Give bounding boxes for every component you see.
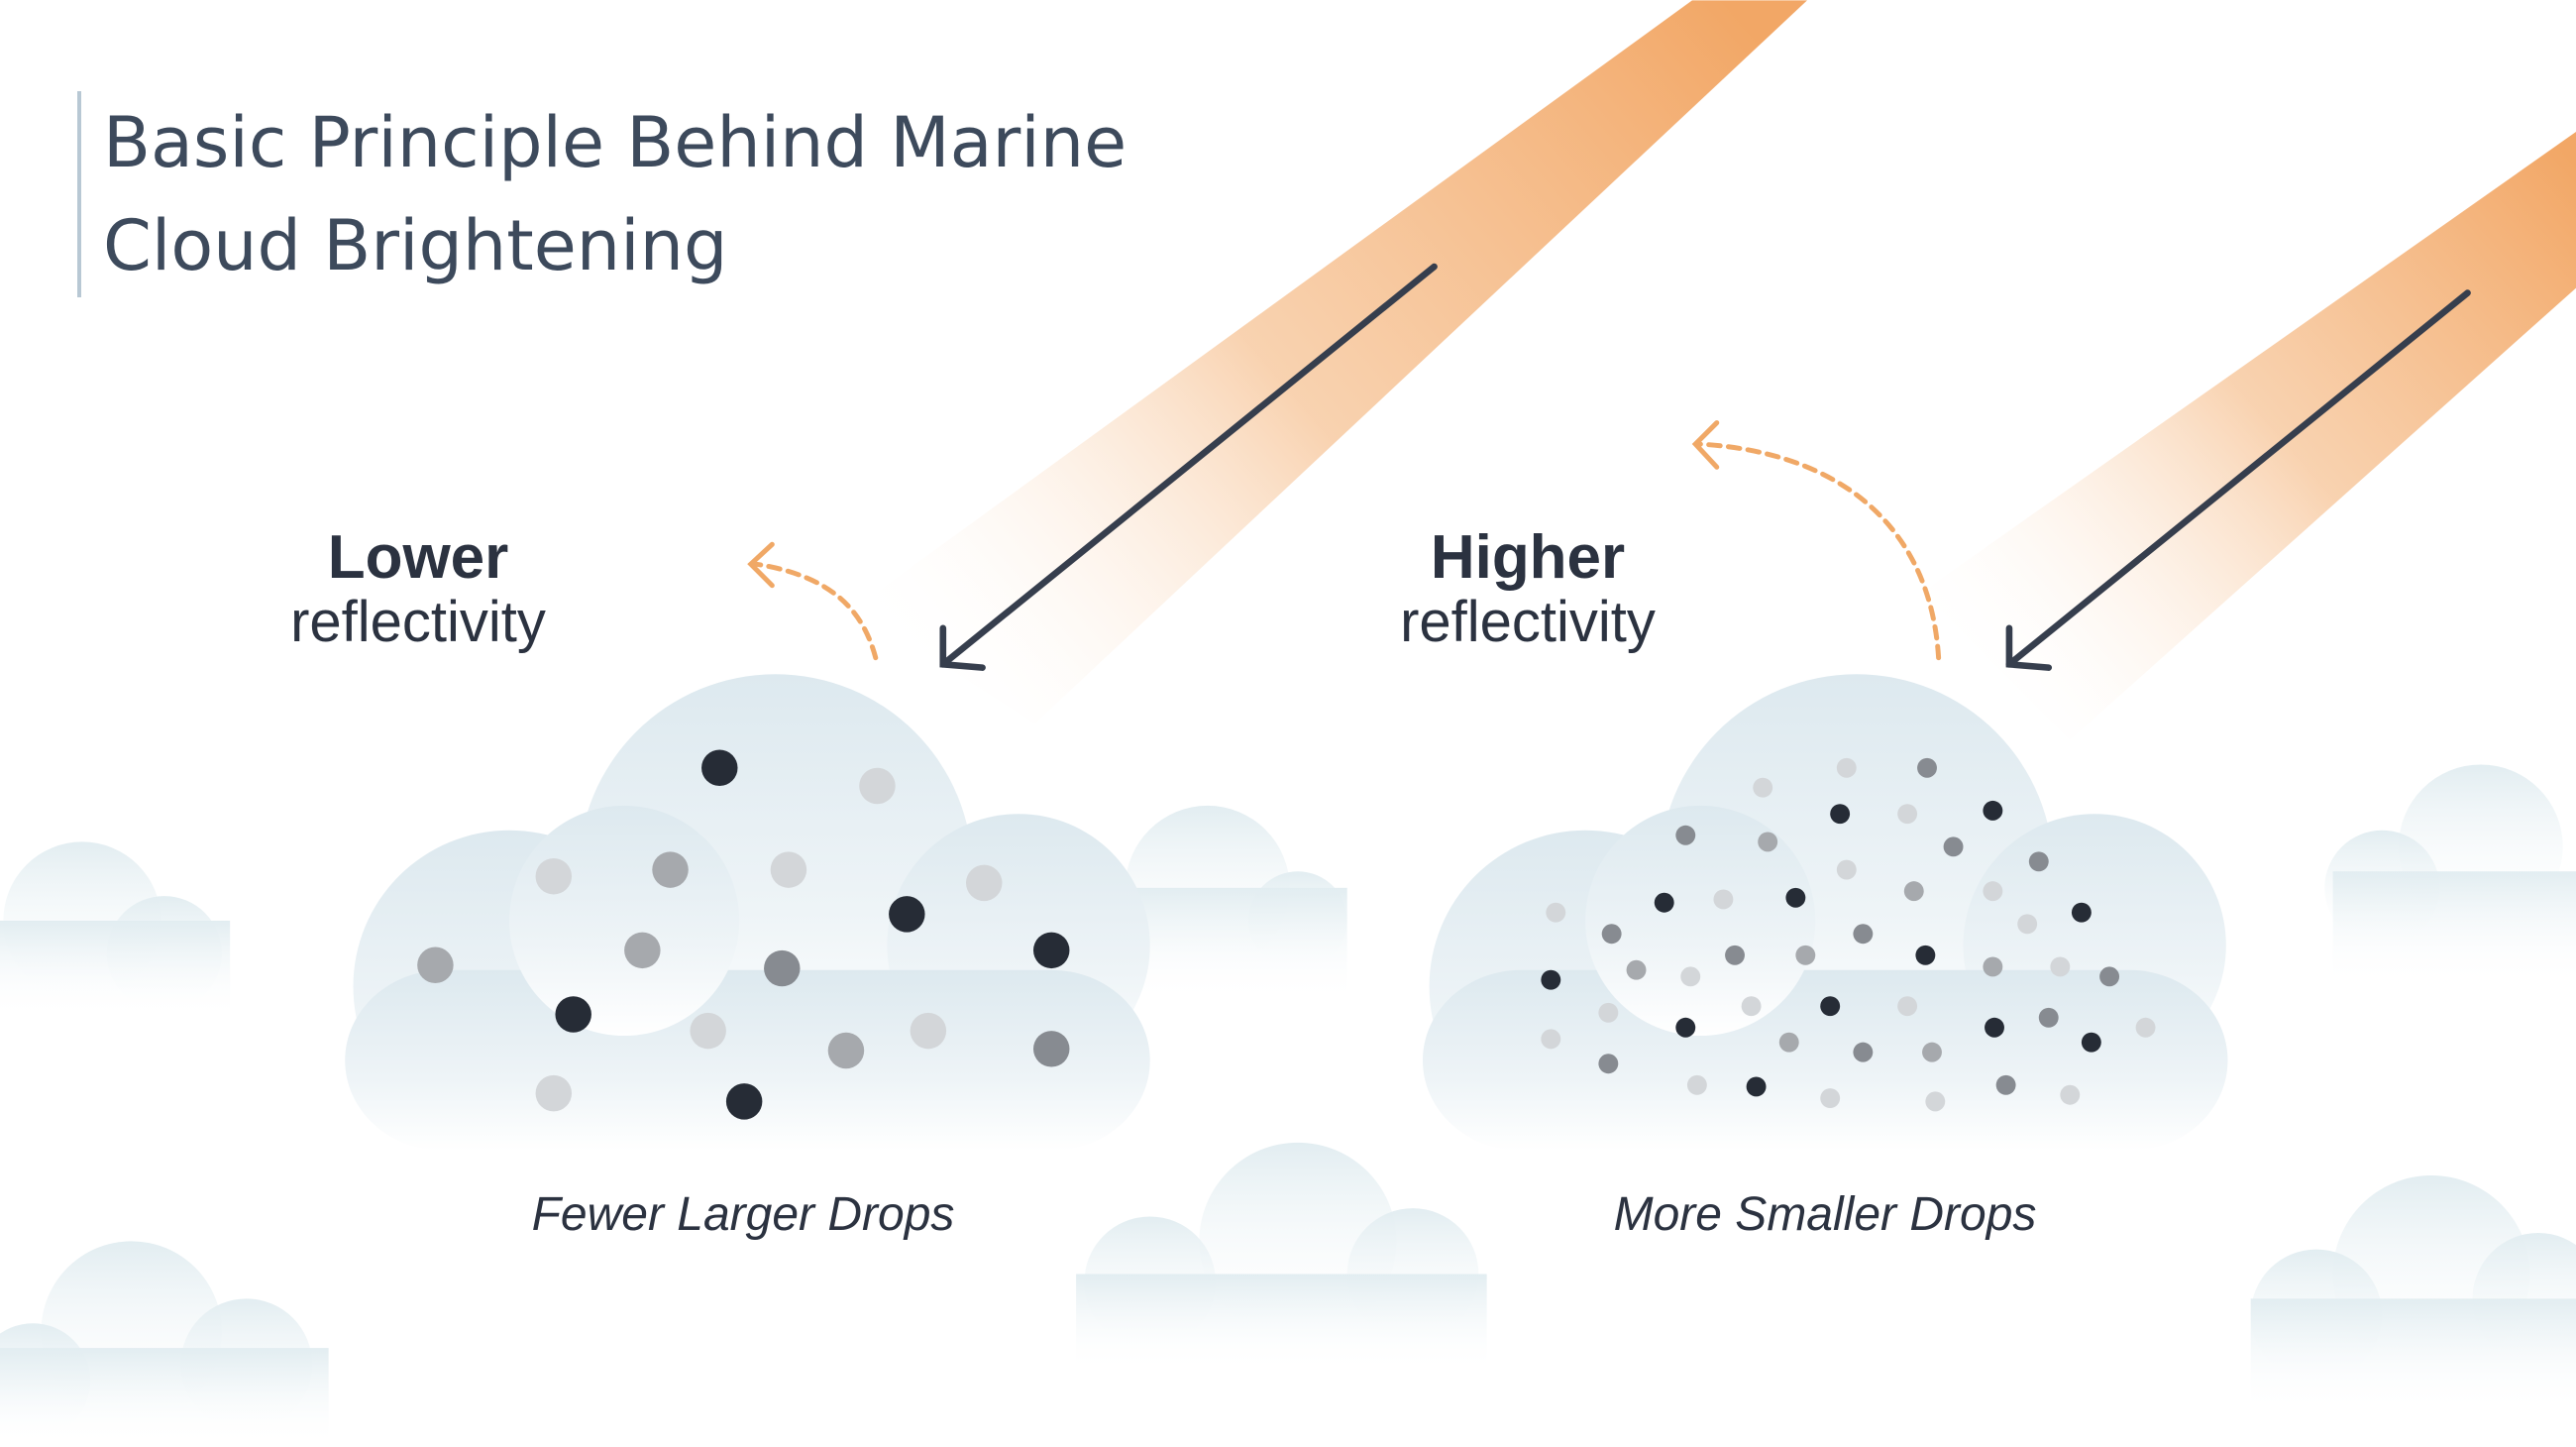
water-drop xyxy=(1032,932,1070,969)
water-drop xyxy=(1795,945,1816,965)
background-cloud xyxy=(1076,1142,1487,1373)
water-drop xyxy=(770,851,807,888)
water-drop xyxy=(1830,804,1851,825)
water-drop xyxy=(1778,1032,1799,1053)
higher-subheading: reflectivity xyxy=(1400,590,1656,654)
water-drop xyxy=(690,1012,726,1050)
water-drop xyxy=(1983,956,2003,977)
background-cloud xyxy=(0,1241,329,1447)
water-drop xyxy=(2060,1084,2081,1105)
water-drop xyxy=(624,932,661,969)
reflected-light-arrow-right xyxy=(1691,420,1942,661)
water-drop xyxy=(1983,800,2003,821)
water-drop xyxy=(2135,1017,2156,1038)
lower-subheading: reflectivity xyxy=(290,590,546,654)
water-drop xyxy=(1598,1054,1619,1074)
water-drop xyxy=(1853,924,1874,945)
water-drop xyxy=(725,1083,763,1120)
water-drop xyxy=(2099,966,2120,987)
large-drops xyxy=(417,749,1070,1120)
water-drop xyxy=(1713,889,1734,910)
water-drop xyxy=(1032,1031,1070,1067)
background-cloud xyxy=(0,841,231,1020)
water-drop xyxy=(1758,832,1778,852)
cloud-right xyxy=(1422,674,2228,1152)
water-drop xyxy=(417,946,454,983)
left-cloud-caption: Fewer Larger Drops xyxy=(531,1188,955,1241)
water-drop xyxy=(1917,757,1937,778)
water-drop xyxy=(1915,945,1936,965)
water-drop xyxy=(701,749,738,787)
water-drop xyxy=(535,1074,573,1112)
water-drop xyxy=(1626,959,1647,980)
water-drop xyxy=(1943,836,1964,857)
water-drop xyxy=(555,996,591,1033)
incoming-sunlight-arrow-left xyxy=(939,263,1438,671)
water-drop xyxy=(1741,996,1762,1017)
water-drop xyxy=(889,896,925,933)
right-cloud-caption: More Smaller Drops xyxy=(1613,1188,2037,1241)
water-drop xyxy=(1853,1042,1874,1062)
page-title: Basic Principle Behind Marine Cloud Brig… xyxy=(77,91,1127,297)
title-line-2: Cloud Brightening xyxy=(103,205,728,286)
water-drop xyxy=(859,767,896,805)
reflected-light-arrow-left xyxy=(747,541,879,661)
water-drop xyxy=(1836,757,1857,778)
water-drop xyxy=(1675,1017,1696,1038)
water-drop xyxy=(1897,996,1918,1017)
water-drop xyxy=(1746,1076,1767,1097)
water-drop xyxy=(652,851,689,888)
water-drop xyxy=(1903,881,1924,902)
background-clouds xyxy=(0,764,2576,1447)
higher-heading: Higher xyxy=(1430,523,1626,592)
water-drop xyxy=(2038,1007,2059,1028)
water-drop xyxy=(2081,1032,2101,1053)
water-drop xyxy=(1686,1074,1707,1095)
lower-reflectivity-label: Lower reflectivity xyxy=(161,523,676,652)
title-line-1: Basic Principle Behind Marine xyxy=(103,102,1127,183)
water-drop xyxy=(1598,1002,1619,1023)
water-drop xyxy=(2071,902,2092,923)
water-drop xyxy=(1725,945,1745,965)
incoming-sunlight-arrow-right xyxy=(2005,289,2471,671)
water-drop xyxy=(1820,1088,1841,1109)
water-drop xyxy=(535,857,573,895)
water-drop xyxy=(2028,851,2049,872)
water-drop xyxy=(966,864,1003,902)
water-drop xyxy=(1785,887,1806,908)
water-drop xyxy=(1995,1074,2016,1095)
small-drops xyxy=(1541,757,2156,1112)
water-drop xyxy=(2017,914,2038,935)
cloud-left xyxy=(345,674,1150,1152)
lower-heading: Lower xyxy=(327,523,509,592)
background-cloud xyxy=(2250,1174,2576,1414)
higher-reflectivity-label: Higher reflectivity xyxy=(1270,523,1785,652)
water-drop xyxy=(1541,1029,1561,1050)
water-drop xyxy=(1601,924,1622,945)
water-drop xyxy=(1675,825,1696,845)
background-cloud xyxy=(1125,805,1347,1003)
water-drop xyxy=(2050,956,2071,977)
water-drop xyxy=(1654,892,1674,913)
water-drop xyxy=(1985,1017,2004,1038)
water-drop xyxy=(1820,996,1841,1017)
water-drop xyxy=(1541,969,1561,990)
water-drop xyxy=(910,1012,947,1050)
background-cloud xyxy=(2324,764,2576,987)
sunlight-beam-right xyxy=(1922,132,2576,740)
water-drop xyxy=(1836,859,1857,880)
water-drop xyxy=(764,949,801,987)
water-drop xyxy=(1753,777,1773,798)
water-drop xyxy=(1546,902,1566,923)
water-drop xyxy=(827,1032,865,1069)
water-drop xyxy=(1925,1091,1946,1112)
water-drop xyxy=(1680,966,1701,987)
water-drop xyxy=(1897,804,1918,825)
water-drop xyxy=(1922,1042,1942,1062)
water-drop xyxy=(1983,881,2003,902)
